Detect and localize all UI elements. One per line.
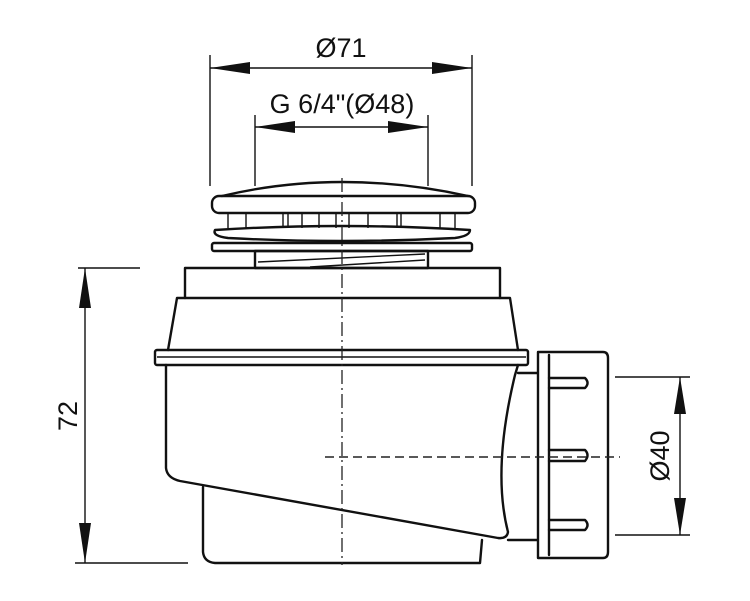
dimension-label-outlet-diameter: Ø40 [645, 430, 675, 481]
dimension-label-outer-diameter: Ø71 [315, 33, 366, 63]
dimension-height: 72 [53, 267, 188, 564]
dimension-label-thread: G 6/4"(Ø48) [270, 89, 415, 119]
dimension-outlet-diameter: Ø40 [615, 376, 690, 536]
outlet-nut [536, 350, 610, 560]
dimension-outer-diameter: Ø71 [209, 33, 473, 186]
drain-cap [210, 180, 477, 253]
dimension-label-height: 72 [53, 401, 83, 431]
dimension-thread: G 6/4"(Ø48) [254, 89, 429, 186]
drain-body [153, 266, 539, 565]
